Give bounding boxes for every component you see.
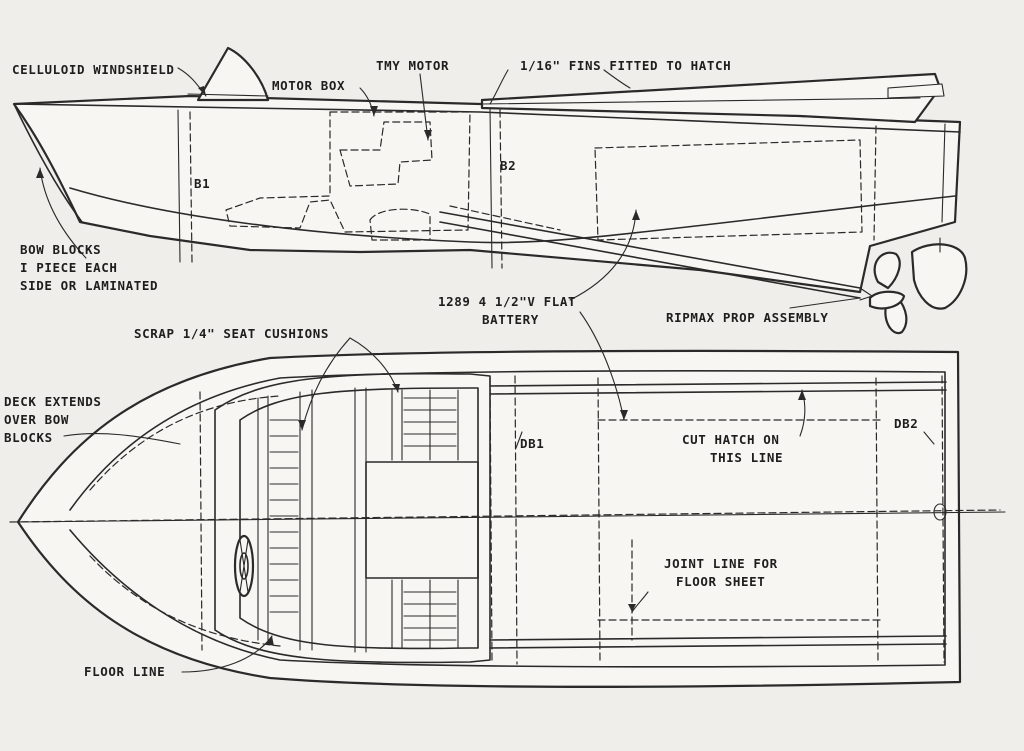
cushion-ribs — [269, 397, 457, 641]
prop-shaft — [439, 211, 861, 289]
side-chine-line — [69, 187, 956, 244]
center-seat-box — [365, 461, 479, 579]
rudder — [910, 243, 968, 310]
bulkhead-b2 — [489, 107, 493, 269]
label-deck-3: BLOCKS — [4, 430, 53, 445]
label-hatch-2: THIS LINE — [710, 450, 783, 465]
hatch-rail-lower — [489, 635, 947, 641]
label-bow-blocks-3: SIDE OR LAMINATED — [20, 278, 158, 293]
label-b1: B1 — [194, 176, 210, 191]
label-deck-2: OVER BOW — [4, 412, 69, 427]
seat-cushion-rear-lower — [391, 579, 459, 649]
bulkhead-db1 — [514, 375, 518, 665]
label-joint-2: FLOOR SHEET — [676, 574, 765, 589]
transom — [941, 123, 946, 223]
propeller — [868, 251, 908, 335]
label-b2: B2 — [500, 158, 516, 173]
label-battery-1: 1289 4 1/2"V FLAT — [438, 294, 576, 309]
label-windshield: CELLULOID WINDSHIELD — [12, 62, 175, 77]
label-db2: DB2 — [894, 416, 918, 431]
hatch-outline-side — [594, 139, 863, 241]
label-bow-blocks-1: BOW BLOCKS — [20, 242, 101, 257]
bow-blocks-curve — [13, 103, 83, 223]
windshield — [196, 46, 270, 102]
label-fins: 1/16" FINS FITTED TO HATCH — [520, 58, 731, 73]
label-battery-2: BATTERY — [482, 312, 539, 327]
seat-cushion-rear-upper — [391, 389, 459, 461]
label-floor-line: FLOOR LINE — [84, 664, 165, 679]
label-ripmax: RIPMAX PROP ASSEMBLY — [666, 310, 829, 325]
side-hull-outline — [12, 94, 962, 294]
label-db1: DB1 — [520, 436, 544, 451]
cockpit-outline — [214, 372, 491, 664]
label-bow-blocks-2: I PIECE EACH — [20, 260, 118, 275]
label-joint-1: JOINT LINE FOR — [664, 556, 778, 571]
hatch-rail-upper — [489, 381, 947, 387]
labels: CELLULOID WINDSHIELD MOTOR BOX TMY MOTOR… — [4, 58, 918, 679]
side-elevation — [12, 46, 968, 335]
plan-gunwale-line — [69, 370, 946, 668]
arrowheads — [36, 86, 806, 646]
motor-box-side — [225, 111, 471, 233]
hatch-fins — [480, 72, 942, 124]
plan-view — [9, 349, 1006, 688]
label-deck-1: DECK EXTENDS — [4, 394, 102, 409]
bulkhead-b1 — [177, 109, 181, 263]
leader-lines — [39, 67, 935, 673]
label-seat-cushions: SCRAP 1/4" SEAT CUSHIONS — [134, 326, 329, 341]
label-tmy-motor: TMY MOTOR — [376, 58, 449, 73]
label-motor-box: MOTOR BOX — [272, 78, 345, 93]
side-deck-line — [13, 103, 961, 133]
steering-wheel — [233, 534, 255, 598]
label-hatch-1: CUT HATCH ON — [682, 432, 780, 447]
